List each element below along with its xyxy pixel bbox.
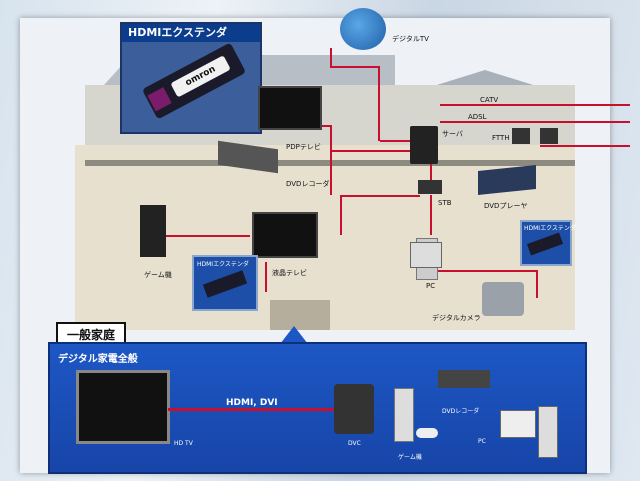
dvc-camera-icon (334, 384, 374, 434)
label-dvd-recorder: DVDレコーダ (286, 179, 329, 189)
gamepad-icon (416, 428, 438, 438)
label-game: ゲーム機 (398, 452, 422, 461)
hdmi-extender-inset-right: HDMIエクステンダ (520, 220, 572, 266)
label-dvd-recorder: DVDレコーダ (442, 406, 479, 415)
cable-adsl (440, 121, 630, 123)
hdmi-connector (147, 87, 171, 111)
label-stb: STB (438, 199, 452, 207)
cable (330, 48, 332, 68)
label-game: ゲーム機 (144, 270, 172, 280)
cable (430, 195, 432, 235)
pc-monitor-icon (410, 242, 442, 268)
lcd-tv-icon (252, 212, 318, 258)
cable (340, 195, 420, 197)
label-dvc: DVC (348, 440, 361, 447)
server-icon (410, 126, 438, 164)
label-camera: デジタルカメラ (432, 313, 481, 323)
cable (536, 270, 538, 298)
pc-tower-icon (538, 406, 558, 458)
label-hd-tv: HD TV (174, 440, 193, 447)
adsl-modem-icon (540, 128, 558, 144)
cable (436, 270, 536, 272)
cable (160, 235, 250, 237)
hdmi-dvi-cable (168, 408, 344, 411)
label-pc: PC (478, 438, 486, 445)
hdmi-extender-device (203, 270, 247, 298)
inset-label: HDMIエクステンダ (524, 223, 576, 232)
label-pc: PC (426, 282, 435, 290)
hdmi-extender-inset-center: HDMIエクステンダ (192, 255, 258, 311)
camera-icon (482, 282, 524, 316)
cable-catv (440, 104, 630, 106)
hd-tv-icon (76, 370, 170, 444)
label-digital-tv: デジタルTV (392, 34, 429, 44)
label-ftth: FTTH (492, 134, 510, 142)
stb-icon (418, 180, 442, 194)
label-hdmi-dvi: HDMI, DVI (226, 398, 278, 408)
cable (378, 66, 380, 141)
ftth-modem-icon (512, 128, 530, 144)
cable (540, 145, 630, 147)
label-dvd-player: DVDプレーヤ (484, 201, 527, 211)
cable (265, 262, 267, 292)
label-adsl: ADSL (468, 113, 487, 121)
label-catv: CATV (480, 96, 498, 104)
digital-appliances-panel: デジタル家電全般 HD TV HDMI, DVI DVC ゲーム機 DVDレコー… (48, 342, 587, 474)
cable (330, 150, 420, 152)
pc-monitor-icon (500, 410, 536, 438)
game-console-icon (394, 388, 414, 442)
omron-logo: omron (170, 55, 230, 97)
cable (330, 125, 332, 195)
dvd-recorder-icon (438, 370, 490, 388)
satellite-dish-icon (340, 8, 386, 50)
panel-title: デジタル家電全般 (58, 350, 138, 365)
game-console-icon (140, 205, 166, 257)
feature-title: HDMIエクステンダ (122, 24, 260, 42)
label-pdp-tv: PDPテレビ (286, 142, 321, 152)
inset-label: HDMIエクステンダ (197, 259, 249, 268)
pdp-tv-icon (258, 86, 322, 130)
cable (340, 195, 342, 235)
cable (330, 66, 380, 68)
hdmi-extender-device (527, 233, 563, 256)
hdmi-extender-device: omron (142, 43, 246, 120)
hdmi-extender-feature-box: HDMIエクステンダ omron (120, 22, 262, 134)
label-server: サーバ (442, 129, 463, 139)
label-lcd-tv: 液晶テレビ (272, 268, 307, 278)
